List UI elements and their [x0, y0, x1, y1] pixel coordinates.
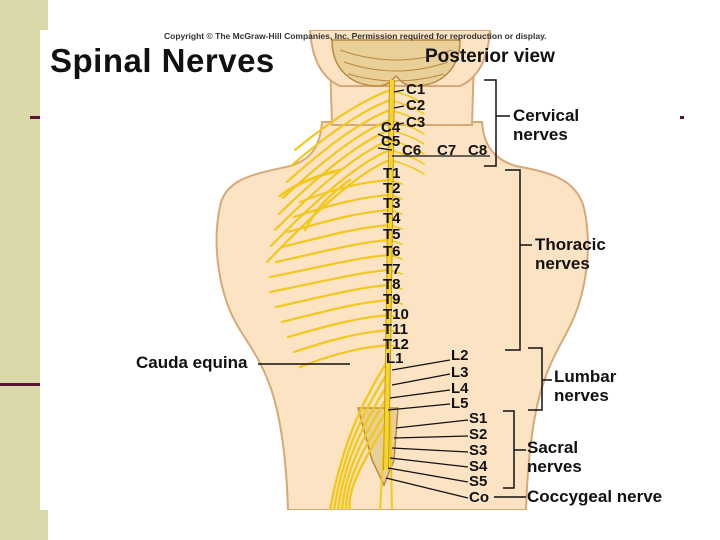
label-t8: T8: [383, 276, 401, 293]
pointer-line-sacral: [389, 457, 469, 468]
nerve-branch-leg: [340, 394, 390, 510]
pointer-line-cervical: [393, 122, 405, 126]
label-t11: T11: [383, 321, 409, 338]
nerve-branch-right: [389, 329, 403, 335]
label-t9: T9: [383, 291, 401, 308]
label-c7: C7: [437, 142, 457, 159]
nerve-branch-intercostal: [298, 178, 392, 204]
group-lumbar-line2: nerves: [554, 386, 609, 405]
label-c1: C1: [406, 81, 426, 98]
label-l5: L5: [451, 395, 469, 412]
pointer-line-sacral: [395, 419, 469, 429]
label-t1: T1: [383, 165, 401, 182]
nerve-branch-leg: [332, 370, 390, 510]
nerve-branch-arm: [303, 178, 352, 232]
label-s2: S2: [469, 426, 488, 443]
nerve-branch-left: [289, 98, 392, 168]
pointer-line-sacral: [393, 435, 469, 439]
nerve-branch-intercostal: [286, 313, 392, 339]
nerve-branch-intercostal: [292, 193, 392, 219]
label-s4: S4: [469, 458, 488, 475]
nerve-branch-left: [269, 148, 392, 248]
label-l1: L1: [386, 350, 404, 367]
label-t3: T3: [383, 195, 401, 212]
label-s5: S5: [469, 473, 488, 490]
pointer-lines: [377, 89, 490, 499]
pointer-line-c5: [377, 147, 393, 151]
anatomy-illustration: [215, 30, 589, 510]
accent-line-bottom: [0, 383, 45, 386]
group-thoracic: Thoracic nerves: [535, 235, 606, 273]
view-label: Posterior view: [425, 46, 555, 67]
nerve-branch-intercostal: [268, 268, 392, 294]
nerve-branch-right: [389, 299, 403, 305]
nerve-branch-right: [389, 344, 403, 350]
nerve-branch-leg: [348, 418, 390, 510]
group-lumbar: Lumbar nerves: [554, 367, 616, 405]
nerve-branch-leg: [344, 406, 390, 510]
group-cervical-line1: Cervical: [513, 106, 580, 125]
group-sacral-line2: nerves: [527, 457, 582, 476]
label-t7: T7: [383, 261, 401, 278]
label-t4: T4: [383, 210, 401, 227]
nerve-branch-intercostal: [274, 283, 392, 309]
nerve-branch-intercostal: [292, 328, 392, 354]
label-l3: L3: [451, 364, 469, 381]
pointer-line-cervical: [393, 89, 405, 93]
page-title: Spinal Nerves: [50, 42, 275, 79]
label-l2: L2: [451, 347, 469, 364]
group-coccygeal: Coccygeal nerve: [527, 487, 663, 506]
label-c5: C5: [381, 133, 401, 150]
label-l4: L4: [451, 380, 469, 397]
label-c2: C2: [406, 97, 426, 114]
label-c3: C3: [406, 114, 426, 131]
pointer-line-l5: [387, 403, 451, 411]
nerve-branch-right: [389, 314, 403, 320]
label-c6: C6: [402, 142, 422, 159]
nerve-branch-leg: [328, 358, 390, 510]
pointer-line-l2: [391, 359, 451, 371]
cerebellum: [331, 39, 461, 87]
group-lumbar-line1: Lumbar: [554, 367, 617, 386]
nerve-branch-left: [277, 128, 392, 216]
label-s1: S1: [469, 410, 488, 427]
label-s3: S3: [469, 442, 488, 459]
spinal-nerves-figure: Copyright © The McGraw-Hill Companies, I…: [40, 30, 680, 510]
group-sacral: Sacral nerves: [527, 438, 582, 476]
pointer-line-sacral: [387, 467, 469, 483]
group-thoracic-line2: nerves: [535, 254, 590, 273]
nerve-branch-left: [265, 158, 392, 264]
nerve-branch-arm: [278, 168, 342, 198]
group-thoracic-line1: Thoracic: [535, 235, 606, 254]
label-t12: T12: [383, 336, 409, 353]
label-t6: T6: [383, 243, 401, 260]
label-co: Co: [469, 489, 489, 506]
pointer-line-c4: [377, 133, 393, 141]
nerve-branch-intercostal: [274, 238, 392, 264]
nerve-branch-left: [285, 108, 392, 184]
label-t2: T2: [383, 180, 401, 197]
nerve-branch-left: [293, 88, 392, 152]
label-t5: T5: [383, 226, 401, 243]
nerve-branch-intercostal: [280, 298, 392, 324]
nerve-branch-intercostal: [268, 253, 392, 279]
label-t10: T10: [383, 306, 409, 323]
pointer-line-sacral: [385, 477, 469, 499]
nerve-branch-intercostal: [280, 223, 392, 249]
pointer-line-cervical: [393, 105, 405, 109]
nerve-branch-cauda: [389, 409, 393, 510]
group-brackets: [258, 79, 552, 498]
label-c8: C8: [468, 142, 488, 159]
group-sacral-line1: Sacral: [527, 438, 579, 457]
nerve-branch-intercostal: [286, 208, 392, 234]
group-cervical: Cervical nerves: [513, 106, 579, 144]
group-cervical-line2: nerves: [513, 125, 568, 144]
pointer-line-l3: [391, 373, 451, 386]
pointer-line-l4: [389, 389, 451, 399]
cauda-equina-label: Cauda equina: [136, 353, 248, 372]
label-c4: C4: [381, 119, 401, 136]
pointer-line-sacral: [391, 447, 469, 453]
copyright-notice: Copyright © The McGraw-Hill Companies, I…: [164, 31, 547, 41]
nerve-branch-leg: [336, 382, 390, 510]
